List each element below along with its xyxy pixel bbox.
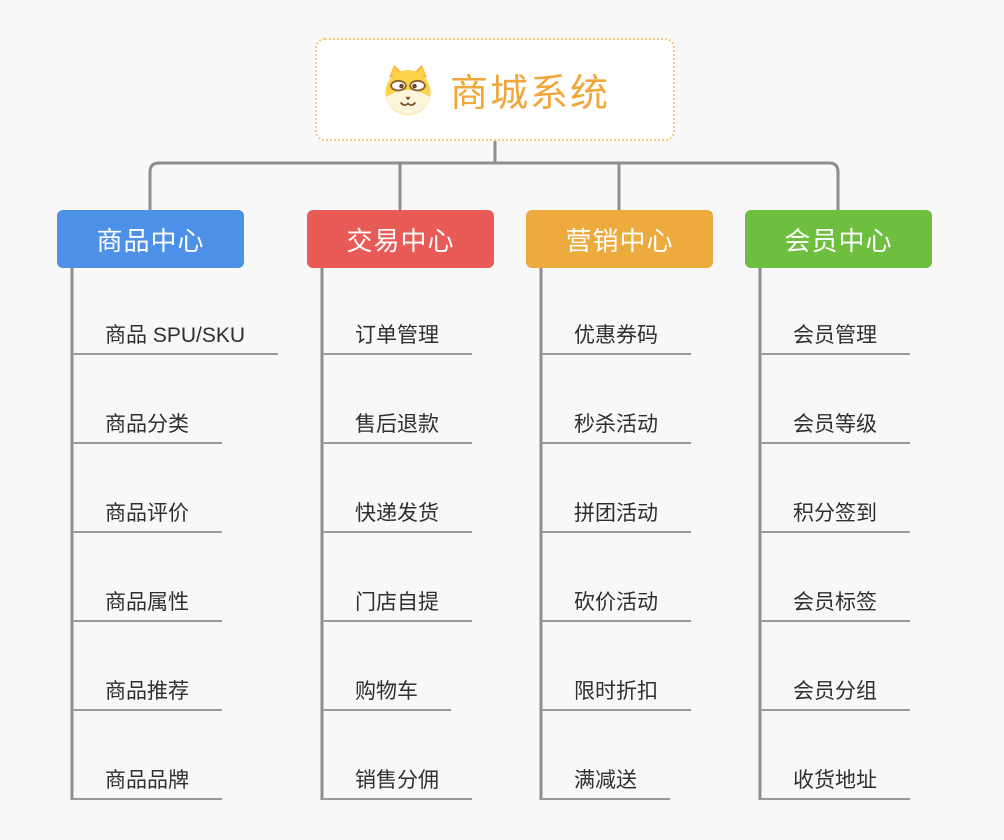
leaf-node[interactable]: 会员等级 (760, 408, 910, 444)
leaf-node[interactable]: 售后退款 (322, 408, 472, 444)
branch-node-member-center[interactable]: 会员中心 (745, 210, 932, 268)
leaf-node[interactable]: 积分签到 (760, 497, 910, 533)
dog-face-icon (385, 64, 431, 115)
leaf-node[interactable]: 秒杀活动 (541, 408, 691, 444)
leaf-node[interactable]: 销售分佣 (322, 764, 472, 800)
leaf-node[interactable]: 商品 SPU/SKU (72, 319, 279, 355)
leaf-node[interactable]: 商品推荐 (72, 675, 222, 711)
leaf-node[interactable]: 商品属性 (72, 586, 222, 622)
leaf-node[interactable]: 优惠券码 (541, 319, 691, 355)
leaf-node[interactable]: 限时折扣 (541, 675, 691, 711)
leaf-node[interactable]: 会员标签 (760, 586, 910, 622)
branch-node-marketing-center[interactable]: 营销中心 (526, 210, 713, 268)
leaf-node[interactable]: 订单管理 (322, 319, 472, 355)
leaf-node[interactable]: 商品评价 (72, 497, 222, 533)
branch-node-trade-center[interactable]: 交易中心 (307, 210, 494, 268)
leaf-node[interactable]: 会员管理 (760, 319, 910, 355)
leaf-node[interactable]: 商品分类 (72, 408, 222, 444)
leaf-node[interactable]: 拼团活动 (541, 497, 691, 533)
leaf-node[interactable]: 快递发货 (322, 497, 472, 533)
leaf-node[interactable]: 满减送 (541, 764, 670, 800)
root-title: 商城系统 (449, 73, 610, 115)
leaf-node[interactable]: 会员分组 (760, 675, 910, 711)
leaf-node[interactable]: 购物车 (322, 675, 451, 711)
leaf-node[interactable]: 收货地址 (760, 764, 910, 800)
branch-node-product-center[interactable]: 商品中心 (57, 210, 244, 268)
leaf-node[interactable]: 砍价活动 (541, 586, 691, 622)
root-node[interactable]: 商城系统 (315, 38, 675, 141)
leaf-node[interactable]: 商品品牌 (72, 764, 222, 800)
leaf-node[interactable]: 门店自提 (322, 586, 472, 622)
